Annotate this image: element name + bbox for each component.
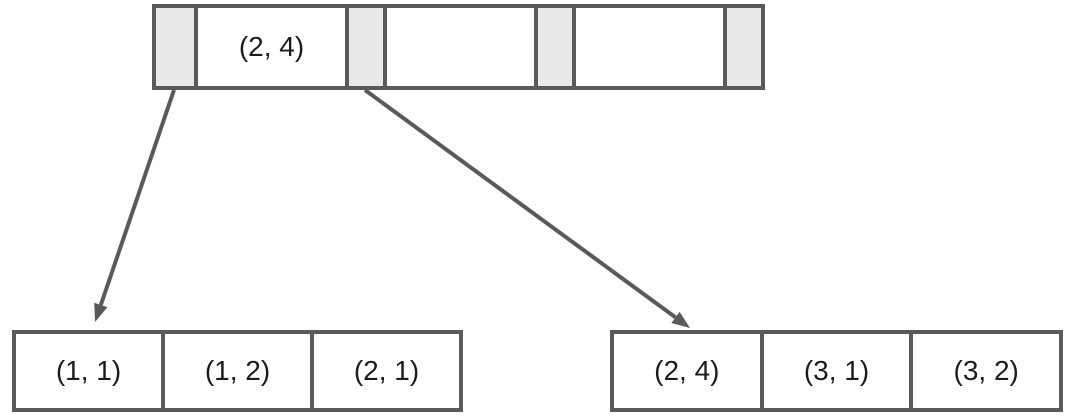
root-node: (2, 4) [152, 4, 765, 90]
right-leaf-node: (2, 4) (3, 1) (3, 2) [610, 330, 1063, 412]
left-leaf-key-2: (1, 2) [161, 334, 310, 408]
right-leaf-key-2: (3, 1) [759, 334, 910, 408]
root-pointer-1 [156, 8, 194, 86]
root-key-2 [383, 8, 534, 86]
root-key-3 [572, 8, 723, 86]
left-leaf-key-3: (2, 1) [310, 334, 459, 408]
root-pointer-4 [723, 8, 761, 86]
root-key-1: (2, 4) [194, 8, 345, 86]
root-pointer-3 [534, 8, 572, 86]
arrow-root-to-left-leaf [94, 89, 176, 322]
right-leaf-key-1: (2, 4) [614, 334, 760, 408]
root-pointer-2 [345, 8, 383, 86]
left-leaf-node: (1, 1) (1, 2) (2, 1) [12, 330, 463, 412]
right-leaf-key-3: (3, 2) [909, 334, 1060, 408]
left-leaf-key-1: (1, 1) [16, 334, 161, 408]
arrow-root-to-right-leaf [363, 88, 690, 328]
